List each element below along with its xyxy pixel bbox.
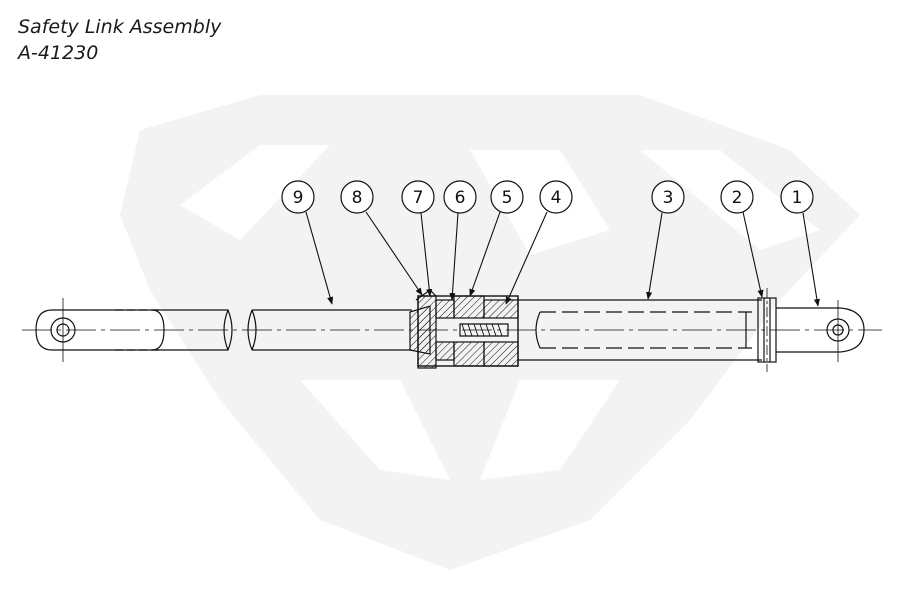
left-clevis — [35, 298, 233, 362]
svg-text:7: 7 — [413, 188, 424, 208]
callout-4: 4 — [505, 180, 573, 305]
title-block: Safety Link Assembly A-41230 — [18, 14, 221, 66]
part-number: A-41230 — [18, 42, 99, 64]
tube — [518, 299, 762, 361]
svg-text:8: 8 — [352, 188, 363, 208]
callout-6: 6 — [443, 180, 477, 301]
svg-text:9: 9 — [293, 188, 304, 208]
callout-3: 3 — [646, 180, 685, 300]
drawing-title: Safety Link Assembly — [18, 16, 222, 38]
svg-text:6: 6 — [455, 188, 466, 208]
svg-text:3: 3 — [663, 188, 674, 208]
svg-text:2: 2 — [732, 188, 743, 208]
watermark-logo — [120, 95, 860, 570]
callout-7: 7 — [401, 180, 435, 297]
watermark-logo-cutouts — [180, 145, 820, 480]
collar — [757, 288, 777, 372]
callout-2: 2 — [720, 180, 764, 298]
svg-text:5: 5 — [502, 188, 513, 208]
svg-text:1: 1 — [792, 188, 803, 208]
right-eye-end — [776, 300, 865, 362]
callout-9: 9 — [281, 180, 334, 305]
rod — [247, 309, 412, 351]
callout-8: 8 — [340, 180, 423, 296]
svg-text:4: 4 — [551, 188, 562, 208]
sectioned-internals — [409, 289, 519, 369]
callout-5: 5 — [469, 180, 524, 297]
callout-1: 1 — [780, 180, 820, 307]
